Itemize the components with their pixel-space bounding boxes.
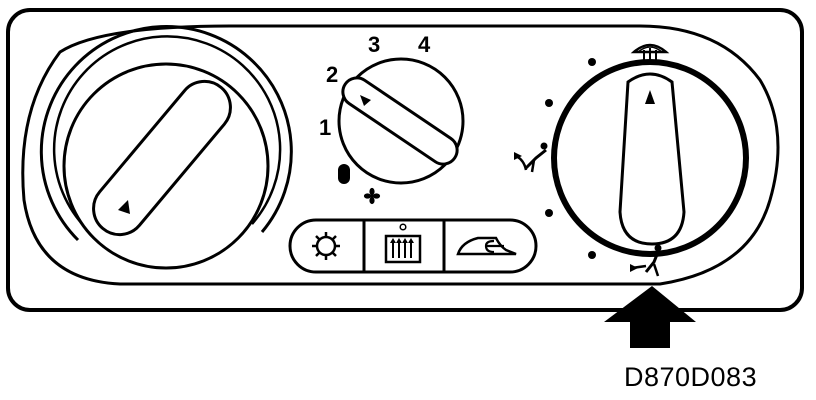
fan-off-marker [338, 164, 350, 184]
button-strip [288, 218, 538, 274]
panel-outer-frame [6, 8, 804, 312]
fan-speed-label-2: 2 [326, 62, 338, 87]
figure-code: D870D083 [624, 362, 758, 392]
temperature-scale-ring [39, 25, 293, 242]
fan-speed-label-1: 1 [319, 115, 331, 140]
fresh-air-button[interactable] [446, 222, 530, 270]
recirculation-button[interactable] [292, 222, 362, 270]
fan-speed-pointer[interactable] [337, 72, 462, 169]
fan-icon [363, 187, 381, 205]
fan-speed-label-3: 3 [368, 32, 380, 57]
rear-defrost-button[interactable] [366, 222, 442, 270]
temperature-pointer-arrow [118, 200, 130, 214]
rear-defrost-icon [384, 234, 422, 264]
mode-position-dot-1 [588, 58, 596, 66]
mode-pointer-arrow [645, 90, 655, 104]
temperature-pointer[interactable] [83, 71, 241, 245]
mode-position-dot-3 [545, 209, 553, 217]
mode-position-dot-2 [545, 99, 553, 107]
button-strip-outline [288, 218, 538, 274]
temperature-knob-group [39, 25, 293, 270]
recirculation-icon [312, 232, 340, 260]
floor-mode-icon [514, 142, 548, 173]
windshield-defrost-icon [630, 43, 670, 62]
fresh-air-icon [456, 236, 517, 256]
mode-pointer[interactable] [618, 72, 686, 246]
rear-defrost-indicator-led [399, 223, 407, 231]
callout-arrow [604, 286, 696, 348]
temperature-scale-ring-inner [52, 35, 282, 233]
mode-knob-group [514, 43, 749, 277]
fan-speed-label-4: 4 [418, 32, 431, 57]
panel-inner-bezel [21, 24, 780, 286]
fan-speed-knob-group: 1 2 3 4 [319, 32, 465, 205]
mode-position-dot-4 [588, 251, 596, 259]
fan-speed-pointer-arrow [360, 95, 371, 106]
face-mode-icon [630, 244, 662, 277]
